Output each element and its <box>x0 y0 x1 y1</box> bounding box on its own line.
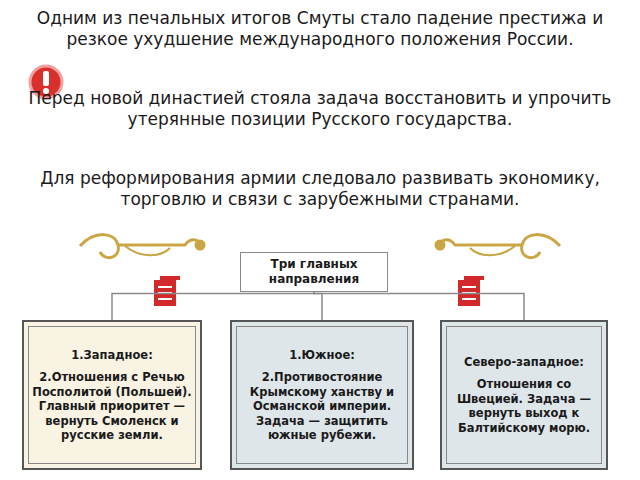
box-heading: 1.Западное: <box>71 348 153 363</box>
box-text: 2.Противостояние Крымскому ханству и Осм… <box>238 370 406 443</box>
heading-box: Три главных направления <box>240 252 388 292</box>
connector-line <box>314 292 322 320</box>
direction-box: 1.Западное: 2.Отношения с Речью Посполито… <box>22 320 202 470</box>
direction-box: 1.Южное: 2.Противостояние Крымскому ханст… <box>230 320 414 470</box>
direction-box: Северо-западное: Отношения со Швецией. За… <box>440 320 608 470</box>
slide-text: Перед новой династией стояла задача восс… <box>6 88 634 130</box>
connector-line <box>112 292 314 320</box>
slide-text: Для реформирования армии следовало разви… <box>20 168 620 210</box>
slide-text: Одним из печальных итогов Смуты стало па… <box>10 8 630 50</box>
box-text: Три главных направления <box>247 257 381 287</box>
connector-line <box>314 292 524 320</box>
box-heading: Северо-западное: <box>464 355 584 370</box>
box-heading: 1.Южное: <box>289 348 355 363</box>
box-text: Отношения со Швецией. Задача — вернуть в… <box>448 377 600 435</box>
box-text: 2.Отношения с Речью Посполитой (Польшей)… <box>30 370 194 443</box>
